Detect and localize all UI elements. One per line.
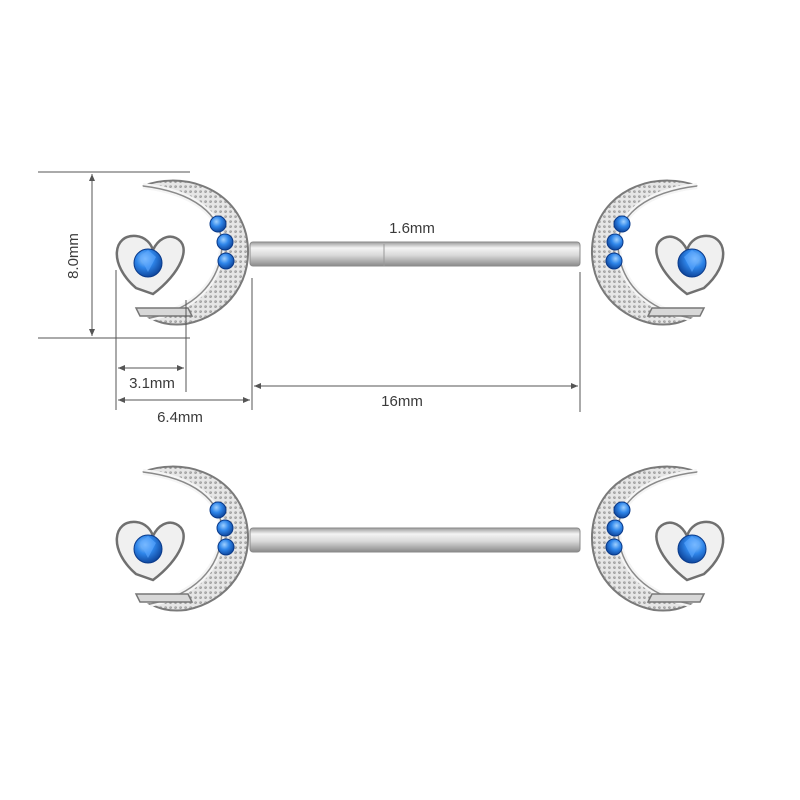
crescent-moon-icon	[117, 181, 248, 325]
barbell-top	[117, 181, 723, 325]
barbell-bottom	[117, 467, 723, 611]
dimension-lines	[38, 171, 581, 412]
moon-width-label: 6.4mm	[157, 409, 203, 426]
barbell-bar	[249, 241, 581, 267]
barbell-bar	[249, 527, 581, 553]
moon-height-label: 8.0mm	[65, 233, 82, 279]
crescent-moon-icon	[117, 467, 248, 611]
bar-length-label: 16mm	[381, 393, 423, 410]
crescent-moon-icon	[592, 181, 723, 325]
bar-diameter-label: 1.6mm	[389, 220, 435, 237]
crescent-moon-icon	[592, 467, 723, 611]
heart-width-label: 3.1mm	[129, 375, 175, 392]
